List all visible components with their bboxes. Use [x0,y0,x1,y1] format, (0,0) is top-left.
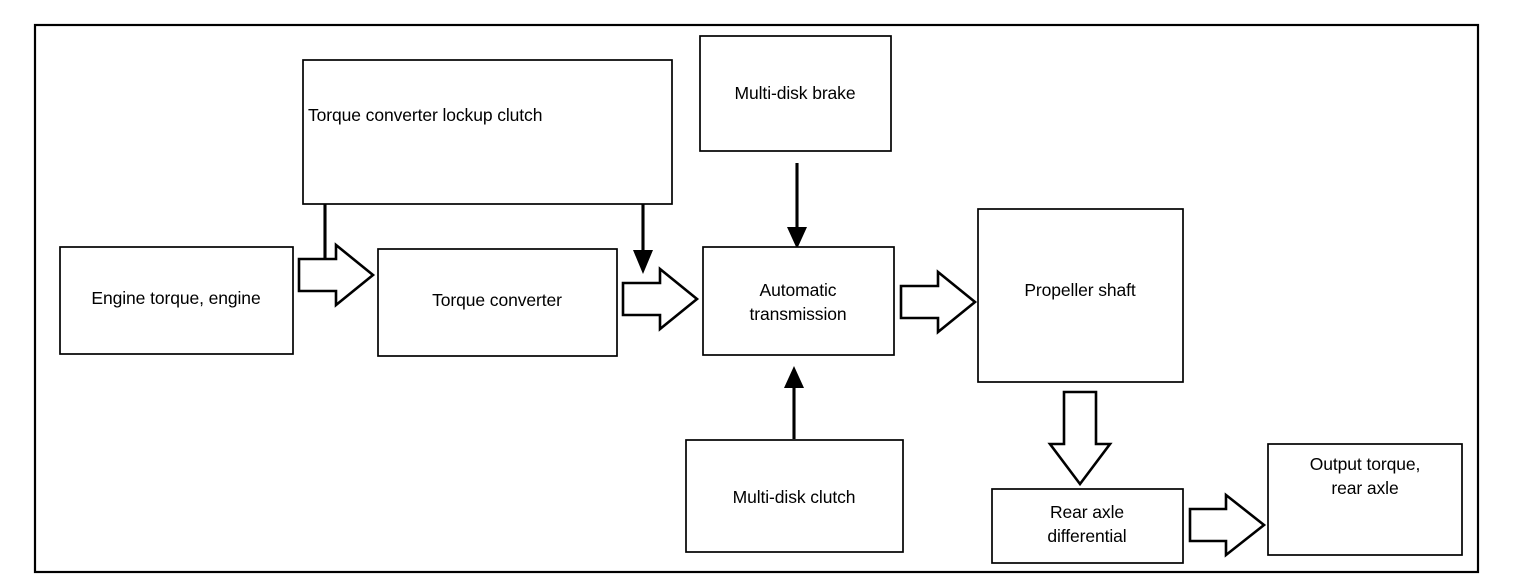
node-torque-converter[interactable]: Torque converter [377,248,618,357]
arrow-engine-to-converter [297,242,376,308]
node-automatic-transmission-box[interactable] [702,246,895,356]
diagram-frame-layer [33,23,1480,574]
node-engine-torque-engine[interactable]: Engine torque, engine [59,246,294,355]
arrow-converter-to-transmission [621,266,700,332]
node-propeller-shaft-label: Propeller shaft [1024,280,1136,300]
node-propeller-shaft[interactable]: Propeller shaft [977,208,1184,383]
node-multi-disk-brake[interactable]: Multi-disk brake [699,35,892,152]
node-engine-torque-engine-label: Engine torque, engine [91,288,260,308]
flow-arrow-layer [297,242,1267,558]
node-torque-converter-lockup-clutch[interactable]: Torque converter lockup clutch [302,59,673,205]
node-output-torque-rear-axle[interactable]: Output torque,rear axle [1267,443,1463,556]
node-multi-disk-clutch-box[interactable] [685,439,904,553]
arrow-brake-to-transmission [787,163,807,249]
arrow-brake-to-transmission-head [787,227,807,249]
node-multi-disk-brake-label: Multi-disk brake [735,83,856,103]
node-multi-disk-clutch[interactable]: Multi-disk clutch [685,439,904,553]
node-multi-disk-clutch-label: Multi-disk clutch [733,487,856,507]
arrow-clutch-to-transmission-head [784,366,804,388]
node-engine-torque-engine-box[interactable] [59,246,294,355]
node-propeller-shaft-box[interactable] [977,208,1184,383]
arrow-transmission-to-propeller [899,269,978,335]
process-node-layer: Torque converter lockup clutchMulti-disk… [59,35,1463,564]
node-torque-converter-box[interactable] [377,248,618,357]
arrow-rear-axle-to-output [1188,492,1267,558]
node-torque-converter-label: Torque converter [432,290,562,310]
node-rear-axle-differential-box[interactable] [991,488,1184,564]
node-torque-converter-lockup-clutch-label: Torque converter lockup clutch [308,105,542,125]
node-output-torque-rear-axle-label: Output torque,rear axle [1310,454,1420,498]
node-multi-disk-brake-box[interactable] [699,35,892,152]
node-torque-converter-lockup-clutch-box[interactable] [302,59,673,205]
arrow-propeller-to-rear-axle [1047,390,1113,487]
arrow-lockup-clutch-to-transmission-head [633,250,653,274]
node-output-torque-rear-axle-box[interactable] [1267,443,1463,556]
diagram-outer-frame [33,23,1480,574]
arrow-clutch-to-transmission [784,366,804,439]
